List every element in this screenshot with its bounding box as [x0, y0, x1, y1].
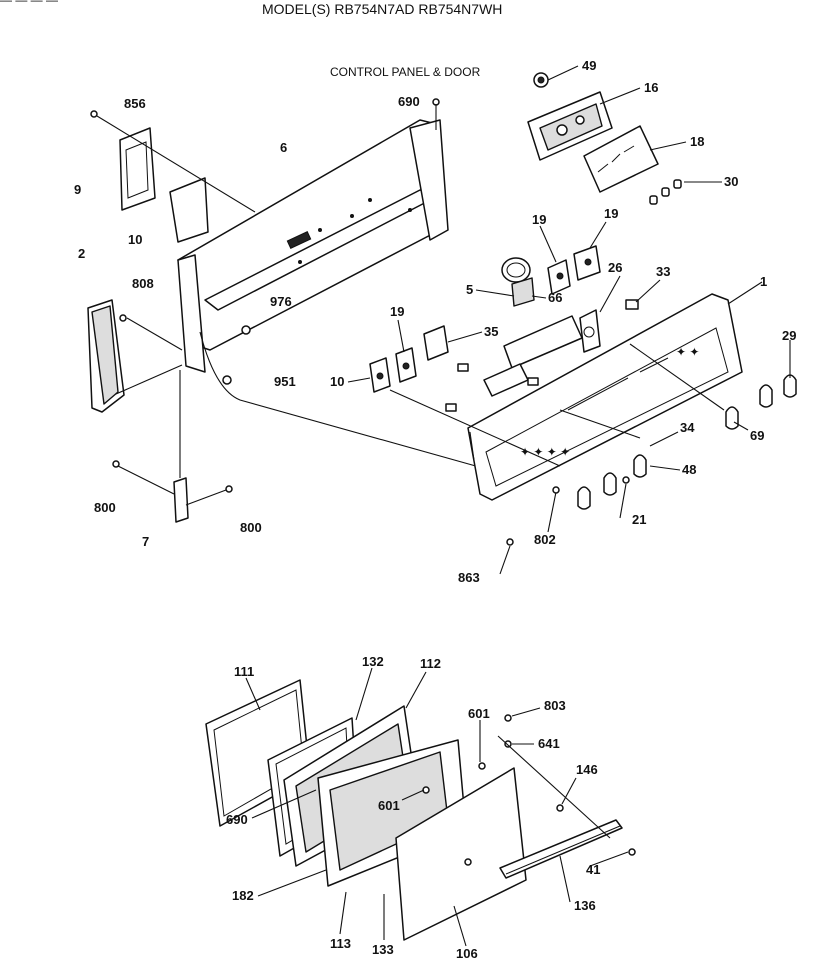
door-frame-182 [317, 739, 467, 887]
callout-29: 29 [782, 328, 796, 343]
callout-133: 133 [372, 942, 394, 957]
spring-21 [622, 476, 630, 484]
door-screws [478, 714, 636, 856]
timer-knob-49 [533, 72, 549, 88]
overlay-18 [583, 125, 659, 193]
callout-19-c: 19 [390, 304, 404, 319]
end-bracket-10 [169, 177, 209, 243]
infinite-switch-5 [501, 257, 535, 307]
callout-808: 808 [132, 276, 154, 291]
callout-16: 16 [644, 80, 658, 95]
screw-863 [506, 538, 514, 546]
callout-182: 182 [232, 888, 254, 903]
callout-690-top: 690 [398, 94, 420, 109]
screws-left [90, 98, 440, 493]
callout-132: 132 [362, 654, 384, 669]
callout-34: 34 [680, 420, 695, 435]
leader-lines-left [96, 104, 491, 506]
leader-lines-door [245, 667, 629, 947]
section-title: CONTROL PANEL & DOOR [330, 65, 481, 79]
callout-803: 803 [544, 698, 566, 713]
callout-9: 9 [74, 182, 81, 197]
callout-69: 69 [750, 428, 764, 443]
callout-1: 1 [760, 274, 767, 289]
callout-66: 66 [548, 290, 562, 305]
callout-6: 6 [280, 140, 287, 155]
switch-bracket [503, 315, 583, 369]
callout-26: 26 [608, 260, 622, 275]
cropped-header-left: — — — — [0, 0, 58, 7]
callout-5: 5 [466, 282, 473, 297]
outer-door-panel-106 [395, 767, 527, 941]
callout-19-a: 19 [532, 212, 546, 227]
callout-976: 976 [270, 294, 292, 309]
callout-10-left: 10 [128, 232, 142, 247]
callout-7: 7 [142, 534, 149, 549]
callout-802: 802 [534, 532, 556, 547]
clips-30 [649, 179, 682, 205]
callout-601-door: 601 [378, 798, 400, 813]
callout-35: 35 [484, 324, 498, 339]
knobs [577, 374, 797, 510]
callout-33: 33 [656, 264, 670, 279]
callout-106: 106 [456, 946, 478, 961]
callout-10-right: 10 [330, 374, 344, 389]
end-bracket-9 [119, 127, 156, 211]
hinge-bracket-7 [173, 370, 189, 523]
terminal-block [483, 363, 529, 397]
callout-41: 41 [586, 862, 600, 877]
screw-802 [552, 486, 560, 494]
small-clips [445, 299, 639, 412]
callout-111: 111 [234, 664, 254, 679]
callout-18: 18 [690, 134, 704, 149]
callout-21: 21 [632, 512, 646, 527]
callout-48: 48 [682, 462, 696, 477]
callout-601-top: 601 [468, 706, 490, 721]
model-title: MODEL(S) RB754N7AD RB754N7WH [262, 1, 502, 17]
side-trim-2 [87, 299, 125, 413]
switches-19-left [369, 325, 449, 393]
bracket-26 [579, 309, 601, 353]
switches-19-top [547, 245, 601, 295]
callout-800-left: 800 [94, 500, 116, 515]
panel-marks-a: ✦ ✦ ✦ ✦ [520, 445, 570, 459]
callout-690-door: 690 [226, 812, 248, 827]
callout-19-b: 19 [604, 206, 618, 221]
callout-113: 113 [330, 936, 351, 951]
callout-951: 951 [274, 374, 296, 389]
callout-2: 2 [78, 246, 85, 261]
callout-856: 856 [124, 96, 146, 111]
callout-641: 641 [538, 736, 560, 751]
callout-112: 112 [420, 656, 441, 671]
back-panel-bracket [177, 119, 449, 373]
door-handle-136 [499, 819, 623, 879]
leader-lines-right [347, 65, 791, 575]
callout-30: 30 [724, 174, 738, 189]
callout-800-right: 800 [240, 520, 262, 535]
callout-49: 49 [582, 58, 596, 73]
callout-146: 146 [576, 762, 598, 777]
front-panel-1: ✦ ✦ ✦ ✦ ✦ ✦ [467, 293, 743, 501]
callout-863: 863 [458, 570, 480, 585]
panel-marks-b: ✦ ✦ [676, 345, 699, 359]
timer-assembly-16 [527, 91, 613, 161]
callout-136: 136 [574, 898, 596, 913]
